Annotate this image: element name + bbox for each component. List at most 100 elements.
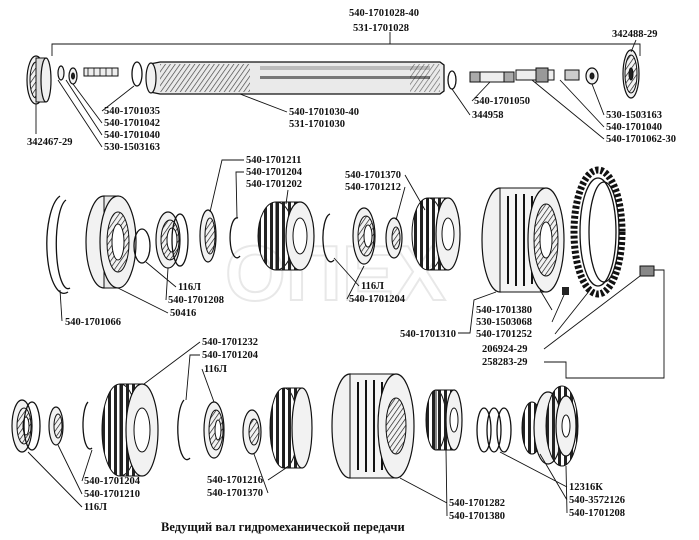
snap-ring-1701066-part [46, 195, 69, 295]
label-1701204-b: 540-1701204 [349, 294, 406, 305]
leader-1701066 [59, 289, 63, 322]
main-shaft-part [145, 61, 445, 95]
label-top-group-a: 540-1701028-40 [349, 8, 419, 19]
label-1701216: 540-1701216 [207, 475, 263, 486]
label-1701252: 540-1701252 [476, 329, 532, 340]
leader-206924 [543, 275, 641, 350]
shaft-row: 540-1701028-40 531-1701028 342488-29 540… [26, 8, 676, 153]
ring-344958-part [447, 70, 457, 90]
label-1701232: 540-1701232 [202, 337, 258, 348]
gear-1701212-part [411, 197, 461, 271]
label-1701310: 540-1701310 [400, 329, 456, 340]
leader-1701030 [239, 93, 288, 113]
label-1701040-right: 540-1701040 [606, 122, 662, 133]
label-342467: 342467-29 [27, 137, 73, 148]
cage-1701212-part [385, 217, 403, 259]
bearing-50416-part [85, 195, 137, 289]
label-1701030-a: 540-1701030-40 [289, 107, 359, 118]
label-1701208-b: 540-1701208 [569, 508, 625, 519]
label-1701035: 540-1701035 [104, 106, 160, 117]
drum-1701282-part [331, 373, 415, 479]
leaders-row3-top [143, 341, 215, 403]
leaders-row2-right [539, 289, 591, 335]
leaders-row2-top-mid [395, 174, 426, 221]
ring-116-part [133, 228, 151, 264]
label-1503163-right: 530-1503163 [606, 110, 662, 121]
label-344958: 344958 [472, 110, 504, 121]
leaders-row2-top-left [209, 159, 289, 219]
label-1701211: 540-1701211 [246, 155, 301, 166]
label-1701380-a: 540-1701380 [476, 305, 532, 316]
snap-ring-1701204-part [229, 217, 241, 259]
label-1701204-d: 540-1701204 [84, 476, 141, 487]
pin-1701040-part [515, 67, 555, 83]
label-1701380-b: 540-1701380 [449, 511, 505, 522]
leaders-row3-center [399, 449, 448, 517]
bushing-1503163-part [564, 67, 599, 85]
cage-1701370-part [242, 409, 262, 455]
leaders-mid-right [451, 81, 491, 116]
label-3572126: 540-3572126 [569, 495, 625, 506]
label-1701042: 540-1701042 [104, 118, 160, 129]
nut-342488-part [622, 49, 640, 99]
label-258283: 258283-29 [482, 357, 528, 368]
label-1701212: 540-1701212 [345, 182, 401, 193]
key-1503068-part [562, 287, 569, 295]
label-1503163-left: 530-1503163 [104, 142, 160, 153]
label-116-b: 116Л [361, 281, 384, 292]
snap-ring-1701204-bottom-part [177, 399, 191, 461]
label-342488: 342488-29 [612, 29, 658, 40]
label-1701204-c: 540-1701204 [202, 350, 259, 361]
label-1701050: 540-1701050 [474, 96, 530, 107]
gear-bottom-part [269, 387, 313, 469]
leaders-row3-left [27, 444, 93, 508]
label-116-d: 116Л [84, 502, 107, 513]
snap-ring-part [131, 61, 143, 87]
label-1701208-a: 540-1701208 [168, 295, 224, 306]
group-bracket [51, 43, 641, 56]
label-1701204-a: 540-1701204 [246, 167, 303, 178]
leader-1701310 [458, 291, 497, 334]
bearing-1701370-part [352, 207, 376, 265]
gear-1701380-part [425, 389, 463, 451]
ring-1701202-part [199, 209, 217, 263]
snap-ring-116-part [322, 213, 335, 263]
label-116-a: 116Л [178, 282, 201, 293]
bottom-row: 540-1701232 540-1701204 116Л 540-1701204… [11, 337, 625, 522]
gear-1701232-part [101, 383, 159, 477]
label-1701210: 540-1701210 [84, 489, 140, 500]
bearing-1701208-part [155, 211, 189, 269]
label-206924: 206924-29 [482, 344, 528, 355]
leaders-row2-bottom-mid [333, 257, 365, 300]
pin-1701050-part [469, 71, 515, 83]
label-1701202: 540-1701202 [246, 179, 302, 190]
label-top-group-b: 531-1701028 [353, 23, 409, 34]
leader-258283 [544, 269, 665, 379]
label-1701370-a: 540-1701370 [345, 170, 401, 181]
leaders-row3-right [499, 451, 568, 514]
label-1701282: 540-1701282 [449, 498, 505, 509]
nut-342467-part [26, 55, 52, 105]
pin-1701035-part [83, 67, 119, 77]
bolt-206924-part [639, 265, 655, 277]
ring-1701204-part [48, 406, 64, 446]
label-1701066: 540-1701066 [65, 317, 121, 328]
leaders-row3-mid [253, 453, 287, 494]
diagram-caption: Ведущий вал гидромеханической передачи [161, 520, 405, 534]
ring-gear-1701252-part [570, 166, 626, 298]
gear-1701211-part [257, 201, 315, 271]
clutch-drum-1701310-part [481, 187, 565, 293]
washers-12316-part [476, 407, 512, 453]
bearing-1701216-part [203, 401, 225, 459]
snap-ring-116-bottom-part [82, 401, 93, 450]
bearing-1701210-part [11, 399, 41, 453]
leaders-left-group [35, 79, 135, 148]
label-1701062: 540-1701062-30 [606, 134, 676, 145]
label-12316: 12316К [569, 482, 603, 493]
label-1701030-b: 531-1701030 [289, 119, 345, 130]
middle-row: 540-1701211 540-1701204 540-1701202 540-… [46, 155, 665, 379]
label-116-c: 116Л [204, 364, 227, 375]
label-50416: 50416 [170, 308, 196, 319]
